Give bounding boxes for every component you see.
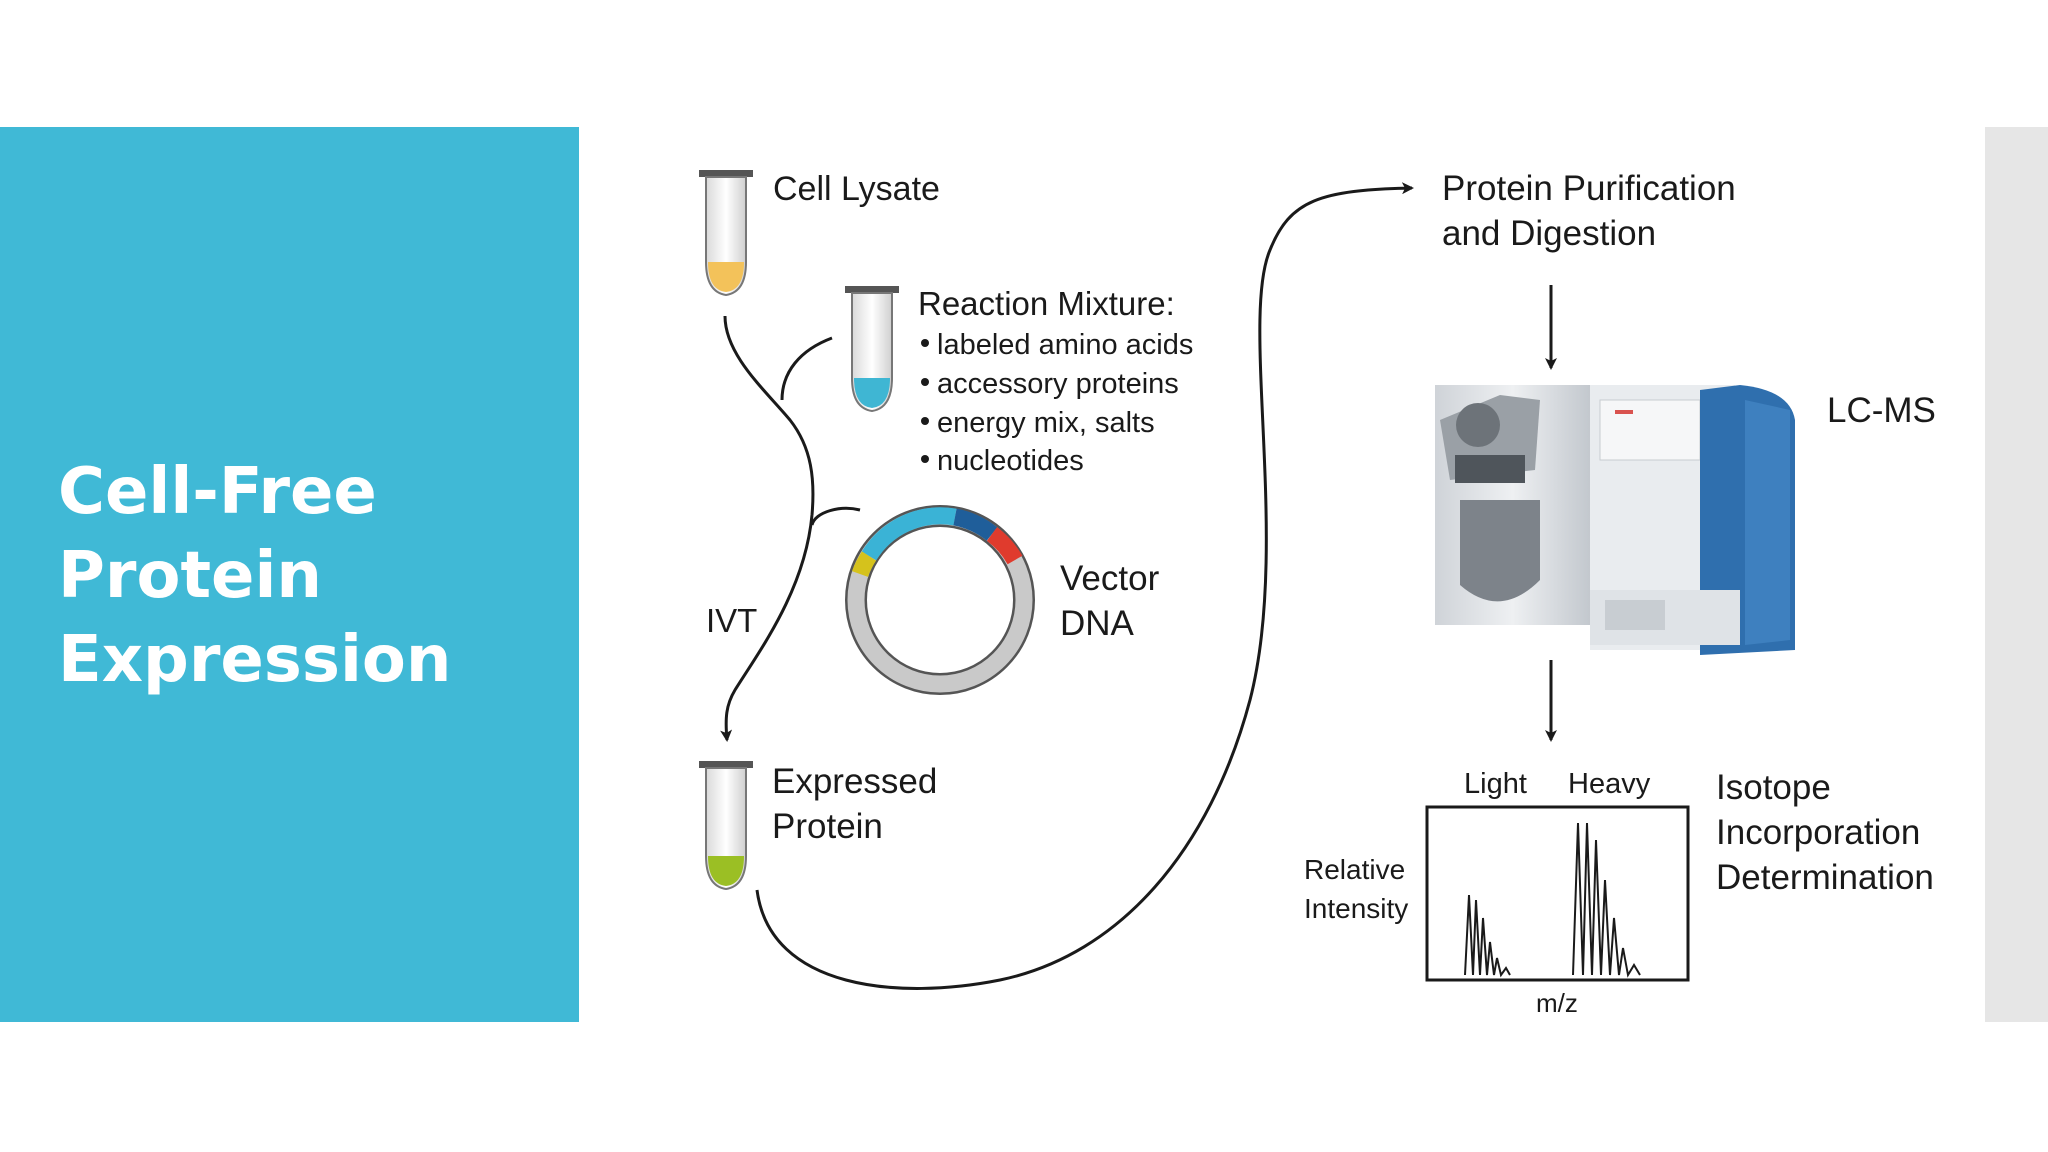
lcms-instrument-icon xyxy=(1435,385,1795,655)
isotope-label-1: Isotope xyxy=(1716,768,1831,807)
expressed-protein-liquid xyxy=(708,856,744,886)
isotope-label-3: Determination xyxy=(1716,858,1934,897)
lysate-flow-line xyxy=(723,315,815,516)
reaction-item-1: labeled amino acids xyxy=(937,329,1193,361)
vector-dna-label-2: DNA xyxy=(1060,604,1135,643)
spectrum-light-label: Light xyxy=(1464,768,1527,800)
reaction-item-2: accessory proteins xyxy=(937,368,1179,400)
reaction-item-4: nucleotides xyxy=(937,445,1084,477)
expressed-protein-label-1: Expressed xyxy=(772,762,937,801)
isotope-label-2: Incorporation xyxy=(1716,813,1920,852)
reaction-flow-line xyxy=(780,336,833,401)
heavy-peak-cluster xyxy=(1572,822,1641,978)
cell-lysate-tube-icon xyxy=(699,170,753,297)
cell-lysate-liquid xyxy=(708,262,744,292)
expressed-protein-label-2: Protein xyxy=(772,807,883,846)
reaction-mixture-heading: Reaction Mixture: xyxy=(918,285,1175,322)
to-purification-arrow xyxy=(755,182,1414,990)
lcms-label: LC-MS xyxy=(1827,391,1936,430)
light-peak-cluster xyxy=(1464,894,1511,978)
vector-dna-label-1: Vector xyxy=(1060,559,1160,598)
mass-spectrum: Light Heavy Relative Intensity m/z xyxy=(1304,768,1690,1018)
spectrum-heavy-label: Heavy xyxy=(1568,768,1651,800)
slide-title-line-3: Expression xyxy=(58,623,452,697)
spectrum-y-label-1: Relative xyxy=(1304,854,1405,885)
slide-title: Cell-Free Protein Expression xyxy=(58,450,558,702)
flow-lines xyxy=(720,315,861,742)
vector-dna-plasmid-icon xyxy=(845,505,1035,695)
vector-flow-line xyxy=(810,506,861,526)
cell-lysate-label: Cell Lysate xyxy=(773,170,940,208)
side-strip xyxy=(1985,127,2048,1022)
ivt-arrow xyxy=(720,514,814,742)
spectrum-x-label: m/z xyxy=(1536,988,1578,1018)
purification-label-1: Protein Purification xyxy=(1442,169,1736,208)
reaction-item-3: energy mix, salts xyxy=(937,407,1155,439)
slide-title-line-2: Protein xyxy=(58,539,322,613)
slide-title-line-1: Cell-Free xyxy=(58,455,377,529)
title-panel xyxy=(0,127,579,1022)
spectrum-frame xyxy=(1425,805,1690,982)
reaction-mixture-liquid xyxy=(854,378,890,408)
ivt-label: IVT xyxy=(706,602,757,639)
purification-label-2: and Digestion xyxy=(1442,214,1656,253)
spectrum-y-label-2: Intensity xyxy=(1304,893,1408,924)
expressed-protein-tube-icon xyxy=(699,761,753,891)
reaction-mixture-list: labeled amino acids accessory proteins e… xyxy=(921,329,1193,477)
reaction-mixture-tube-icon xyxy=(845,286,899,413)
